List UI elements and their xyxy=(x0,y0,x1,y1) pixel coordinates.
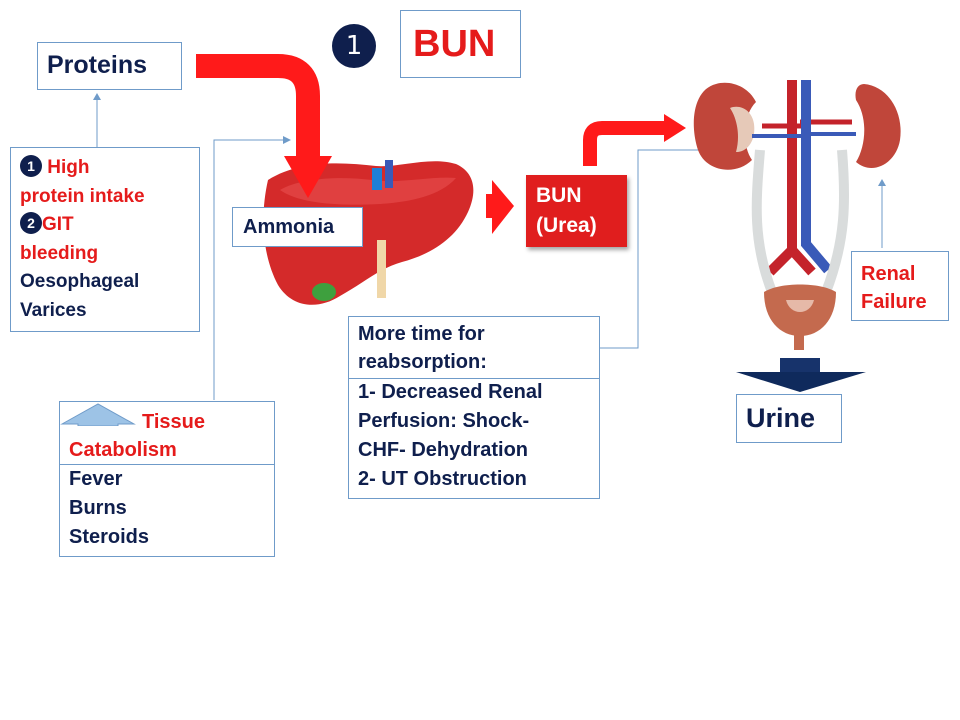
proteins-label: Proteins xyxy=(47,51,148,79)
renal-failure-line-1: Renal xyxy=(861,263,916,285)
cause-git-text-b: bleeding xyxy=(20,242,99,264)
catabolism-heading-a: Tissue xyxy=(142,411,205,433)
bun-label: BUN xyxy=(536,184,582,207)
reabsorption-line-1: 1- Decreased Renal xyxy=(358,381,543,403)
cause-varices: Varices xyxy=(20,299,87,321)
liver-illustration xyxy=(263,160,474,305)
catabolism-heading-b: Catabolism xyxy=(69,439,177,461)
urine-label: Urine xyxy=(746,403,816,433)
catabolism-item-burns: Burns xyxy=(69,497,127,519)
reabsorption-line-3: CHF- Dehydration xyxy=(358,439,528,461)
catabolism-item-fever: Fever xyxy=(69,468,123,490)
reabsorption-line-4: 2- UT Obstruction xyxy=(358,468,527,490)
reabsorption-divider xyxy=(349,378,599,379)
catabolism-box: Tissue Catabolism Fever Burns Steroids xyxy=(59,401,275,557)
reabsorption-heading-a: More time for xyxy=(358,323,485,345)
reabsorption-line-2: Perfusion: Shock- xyxy=(358,410,530,432)
reabsorption-box: More time for reabsorption: 1- Decreased… xyxy=(348,316,600,499)
ammonia-box: Ammonia xyxy=(232,207,363,247)
cause-number-2: 2 xyxy=(20,212,42,234)
title-text: BUN xyxy=(413,23,496,65)
cause-number-1: 1 xyxy=(20,155,42,177)
title-number-badge: 1 xyxy=(332,24,376,68)
renal-failure-line-2: Failure xyxy=(861,291,927,313)
title-box: BUN xyxy=(400,10,521,78)
proteins-box: Proteins xyxy=(37,42,182,90)
liver-to-bun-arrow xyxy=(486,180,514,234)
cause-git-text-a: GIT xyxy=(42,214,74,235)
connector-lines xyxy=(96,97,883,400)
catabolism-item-steroids: Steroids xyxy=(69,526,150,548)
cause-high-protein: 1 High xyxy=(20,154,199,183)
bun-to-kidney-arrow xyxy=(583,114,686,166)
bun-urea-box: BUN (Urea) xyxy=(526,175,627,247)
urine-box: Urine xyxy=(736,394,842,443)
renal-failure-box: Renal Failure xyxy=(851,251,949,321)
connector-arrowheads xyxy=(93,93,886,186)
kidney-illustration xyxy=(693,80,901,350)
proteins-to-liver-arrow xyxy=(196,54,332,198)
cause-high-text-b: protein intake xyxy=(20,185,145,207)
cause-oesophageal: Oesophageal xyxy=(20,271,140,292)
urea-label: (Urea) xyxy=(536,214,597,237)
reabsorption-heading-b: reabsorption: xyxy=(358,351,487,373)
down-to-urine-arrow xyxy=(736,358,866,392)
cause-high-text-a: High xyxy=(47,157,90,178)
up-arrow-icon xyxy=(60,403,136,426)
ammonia-label: Ammonia xyxy=(243,216,335,238)
catabolism-divider xyxy=(60,464,274,465)
